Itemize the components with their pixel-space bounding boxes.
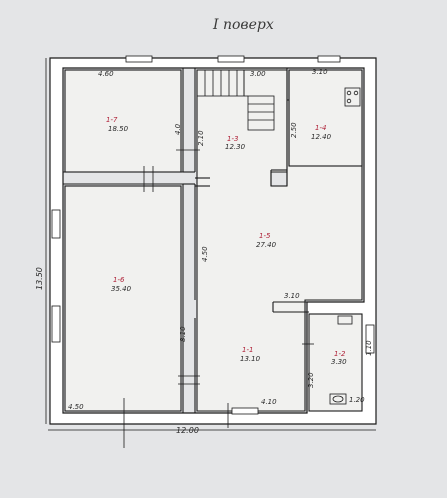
dim-top-right: 3.10	[312, 68, 328, 76]
room-2-number: 1-2	[334, 350, 346, 358]
door-marks	[123, 149, 314, 448]
room-1-area: 13.10	[240, 355, 261, 363]
dim-wc-bottom: 1.20	[349, 396, 365, 404]
dim-bottom-mid: 4.10	[261, 398, 277, 406]
floor-title: I поверх	[212, 17, 274, 33]
fixtures	[329, 87, 361, 405]
dim-corridor-height: 4.50	[201, 246, 209, 262]
room-3-area: 12.30	[225, 143, 246, 151]
dimension-labels: 4.60 3.00 3.10 4.0 2.10 2.50 13.50 4.50 …	[35, 68, 373, 435]
dim-bottom-left: 4.50	[68, 403, 84, 411]
room-6	[64, 185, 182, 412]
dim-room5-bottom: 3.10	[284, 292, 300, 300]
dimension-lines	[45, 58, 376, 431]
room-labels: 1-7 18.50 1-3 12.30 1-4 12.40 1-5 27.40 …	[106, 116, 347, 366]
room-2	[308, 313, 363, 412]
dim-room4-left: 2.50	[290, 122, 298, 138]
room-6-area: 35.40	[111, 285, 132, 293]
room-7-area: 18.50	[108, 125, 129, 133]
room-5-number: 1-5	[259, 232, 271, 240]
dim-top-left: 4.60	[98, 70, 114, 78]
dim-stair-left: 2.10	[197, 130, 205, 146]
dim-wc-height: 1.10	[365, 340, 373, 356]
room-4	[288, 69, 363, 167]
room-4-number: 1-4	[315, 124, 326, 132]
dim-room1-right: 3.20	[307, 372, 315, 388]
room-7-number: 1-7	[106, 116, 118, 124]
dim-room7-right: 4.0	[174, 123, 182, 135]
room-5-area: 27.40	[256, 241, 277, 249]
room-6-number: 1-6	[113, 276, 125, 284]
windows	[51, 55, 375, 415]
dim-overall-width: 12.00	[176, 426, 199, 435]
room-7	[64, 69, 182, 173]
interior-walls	[63, 68, 362, 413]
room-3-number: 1-3	[227, 135, 238, 143]
dim-room1-left: 8.10	[179, 326, 187, 342]
staircase	[196, 69, 275, 131]
room-4-area: 12.40	[311, 133, 332, 141]
room-1-number: 1-1	[242, 346, 253, 354]
room-2-area: 3.30	[331, 358, 347, 366]
dim-top-stair: 3.00	[250, 70, 266, 78]
dim-overall-height: 13.50	[35, 267, 44, 290]
